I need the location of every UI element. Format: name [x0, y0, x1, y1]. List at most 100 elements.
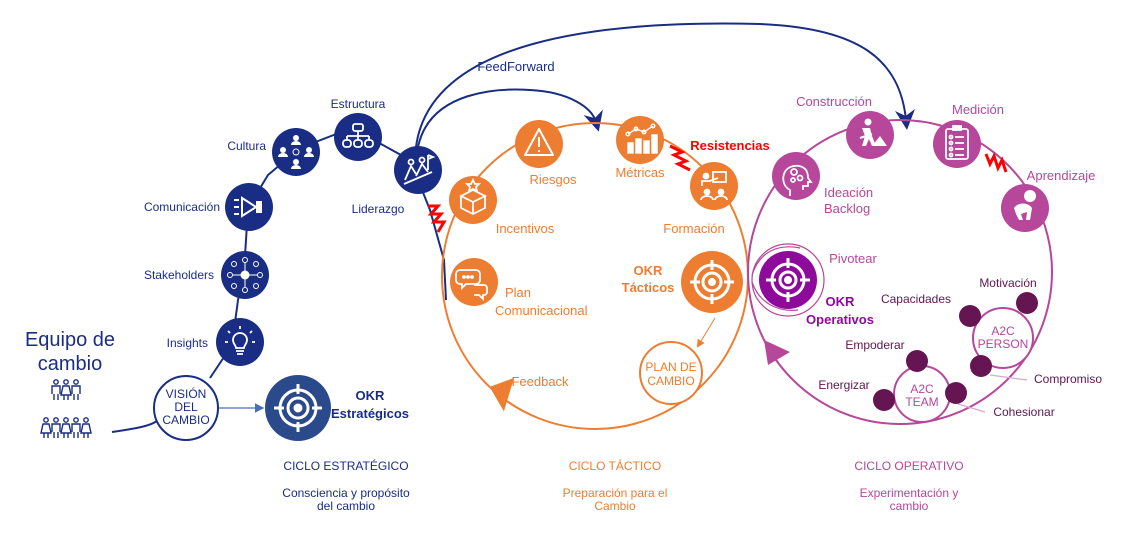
- label: Liderazgo: [352, 202, 405, 216]
- operational-node-medicion[interactable]: Medición: [933, 102, 1004, 168]
- feedback-label: Feedback: [511, 374, 569, 389]
- strategic-node-comunicacion[interactable]: Comunicación: [144, 183, 273, 231]
- tactical-cycle-arrowhead: [489, 377, 515, 412]
- vision-line2: DEL: [174, 400, 198, 414]
- capacidades-dot: [959, 305, 981, 327]
- empoderar-dot: [906, 350, 928, 372]
- a2c-team-node[interactable]: A2C TEAM: [893, 365, 951, 423]
- bar-chart-icon: [625, 123, 658, 154]
- operational-node-aprendizaje[interactable]: Aprendizaje: [1001, 168, 1095, 232]
- okr-strategic-node[interactable]: OKR Estratégicos: [265, 375, 409, 441]
- compromiso-label: Compromiso: [1034, 372, 1102, 386]
- operational-node-construccion[interactable]: Construcción: [796, 94, 894, 159]
- label-line1: Plan: [505, 285, 531, 300]
- label-line2: Backlog: [824, 201, 870, 216]
- team-title-line1: Equipo de: [25, 329, 115, 351]
- operational-node-ideacion-backlog[interactable]: Ideación Backlog: [772, 152, 873, 216]
- org-chart-icon: [342, 123, 374, 148]
- label: Insights: [167, 336, 208, 350]
- a2c-team-line1: A2C: [910, 382, 934, 396]
- tactical-node-incentivos[interactable]: Incentivos: [449, 176, 555, 236]
- okr-strategic-line2: Estratégicos: [331, 406, 409, 421]
- clipboard-checklist-icon: [945, 125, 969, 160]
- label: Aprendizaje: [1027, 168, 1096, 183]
- energizar-label: Energizar: [818, 378, 869, 392]
- plan-line1: PLAN DE: [645, 360, 696, 374]
- label: Estructura: [331, 97, 386, 111]
- empoderar-label: Empoderar: [845, 338, 904, 352]
- okr-operational-node[interactable]: OKR Operativos: [759, 251, 874, 327]
- target-icon: [690, 260, 734, 304]
- motivacion-label: Motivación: [979, 276, 1036, 290]
- climbing-team-icon: [403, 154, 436, 185]
- label-line2: Comunicacional: [495, 303, 588, 318]
- feedforward-short-arrow: [417, 88, 603, 148]
- strategic-node-stakeholders[interactable]: Stakeholders: [144, 251, 269, 299]
- warning-icon: [524, 128, 554, 156]
- a2c-person-node[interactable]: A2C PERSON: [972, 307, 1034, 369]
- a2c-person-line2: PERSON: [978, 337, 1029, 351]
- label: Cultura: [227, 139, 266, 153]
- a2c-person-line1: A2C: [991, 324, 1015, 338]
- tactical-node-riesgos[interactable]: Riesgos: [515, 120, 577, 187]
- feedforward-long-arrow: [415, 22, 915, 148]
- a2c-team-line2: TEAM: [905, 395, 938, 409]
- operational-footer: CICLO OPERATIVO Experimentación y cambio: [854, 459, 963, 513]
- strategic-node-insights[interactable]: Insights: [167, 318, 264, 366]
- construction-worker-icon: [859, 118, 887, 146]
- operational-footer-sub2: cambio: [890, 499, 929, 513]
- okr-to-plan-arrow: [696, 317, 716, 348]
- strategic-footer-title: CICLO ESTRATÉGICO: [283, 458, 408, 473]
- energizar-dot: [873, 389, 895, 411]
- gift-box-icon: [458, 177, 488, 216]
- tactical-footer-title: CICLO TÁCTICO: [569, 458, 661, 473]
- label: Riesgos: [530, 172, 577, 187]
- strategic-footer-sub2: del cambio: [317, 499, 375, 513]
- vision-node[interactable]: VISIÓN DEL CAMBIO: [153, 375, 219, 441]
- capacidades-label: Capacidades: [881, 292, 951, 306]
- operational-cycle-ring: [747, 119, 1053, 425]
- cohesionar-label: Cohesionar: [993, 405, 1054, 419]
- training-icon: [700, 171, 728, 201]
- okr-tactical-node[interactable]: OKR Tácticos: [622, 251, 743, 313]
- resistance-zigzag-icon: [984, 152, 1008, 173]
- cohesionar-dot: [945, 382, 967, 404]
- okr-strategic-line1: OKR: [356, 388, 386, 403]
- strategic-footer-sub1: Consciencia y propósito: [282, 486, 410, 500]
- tactical-node-plan-comunicacional[interactable]: Plan Comunicacional: [450, 258, 588, 318]
- label: Incentivos: [496, 221, 555, 236]
- pivot-loops: [751, 243, 825, 317]
- tactical-footer-sub2: Cambio: [594, 499, 636, 513]
- feedforward-label: FeedForward: [477, 59, 554, 74]
- team-idea-icon: [278, 135, 314, 169]
- label: Construcción: [796, 94, 872, 109]
- okr-operational-line1: OKR: [826, 294, 856, 309]
- target-icon: [274, 384, 322, 432]
- tactical-node-formacion[interactable]: Formación: [663, 162, 738, 236]
- okr-operational-line2: Operativos: [806, 312, 874, 327]
- plan-de-cambio-node[interactable]: PLAN DE CAMBIO: [639, 341, 703, 405]
- label: Métricas: [615, 165, 665, 180]
- strategic-node-cultura[interactable]: Cultura: [227, 128, 320, 176]
- okr-tactical-line2: Tácticos: [622, 280, 675, 295]
- network-people-icon: [227, 257, 263, 293]
- okr-tactical-line1: OKR: [634, 263, 664, 278]
- motivacion-dot: [1016, 292, 1038, 314]
- tactical-node-metricas[interactable]: Métricas: [615, 116, 665, 180]
- tactical-footer: CICLO TÁCTICO Preparación para el Cambio: [563, 458, 668, 513]
- resistance-zigzag-icon: [427, 204, 447, 233]
- strategic-footer: CICLO ESTRATÉGICO Consciencia y propósit…: [282, 458, 410, 513]
- people-group-icon: [40, 379, 92, 438]
- pivot-label: Pivotear: [829, 251, 877, 266]
- strategic-node-estructura[interactable]: Estructura: [331, 97, 386, 161]
- lightbulb-icon: [225, 326, 255, 355]
- vision-line1: VISIÓN: [166, 386, 207, 401]
- megaphone-icon: [234, 196, 262, 218]
- label: Stakeholders: [144, 268, 214, 282]
- resistance-label: Resistencias: [690, 138, 770, 153]
- tactical-footer-sub1: Preparación para el: [563, 486, 668, 500]
- strategic-node-liderazgo[interactable]: Liderazgo: [352, 146, 442, 216]
- plan-line2: CAMBIO: [647, 374, 694, 388]
- vision-line3: CAMBIO: [162, 413, 209, 427]
